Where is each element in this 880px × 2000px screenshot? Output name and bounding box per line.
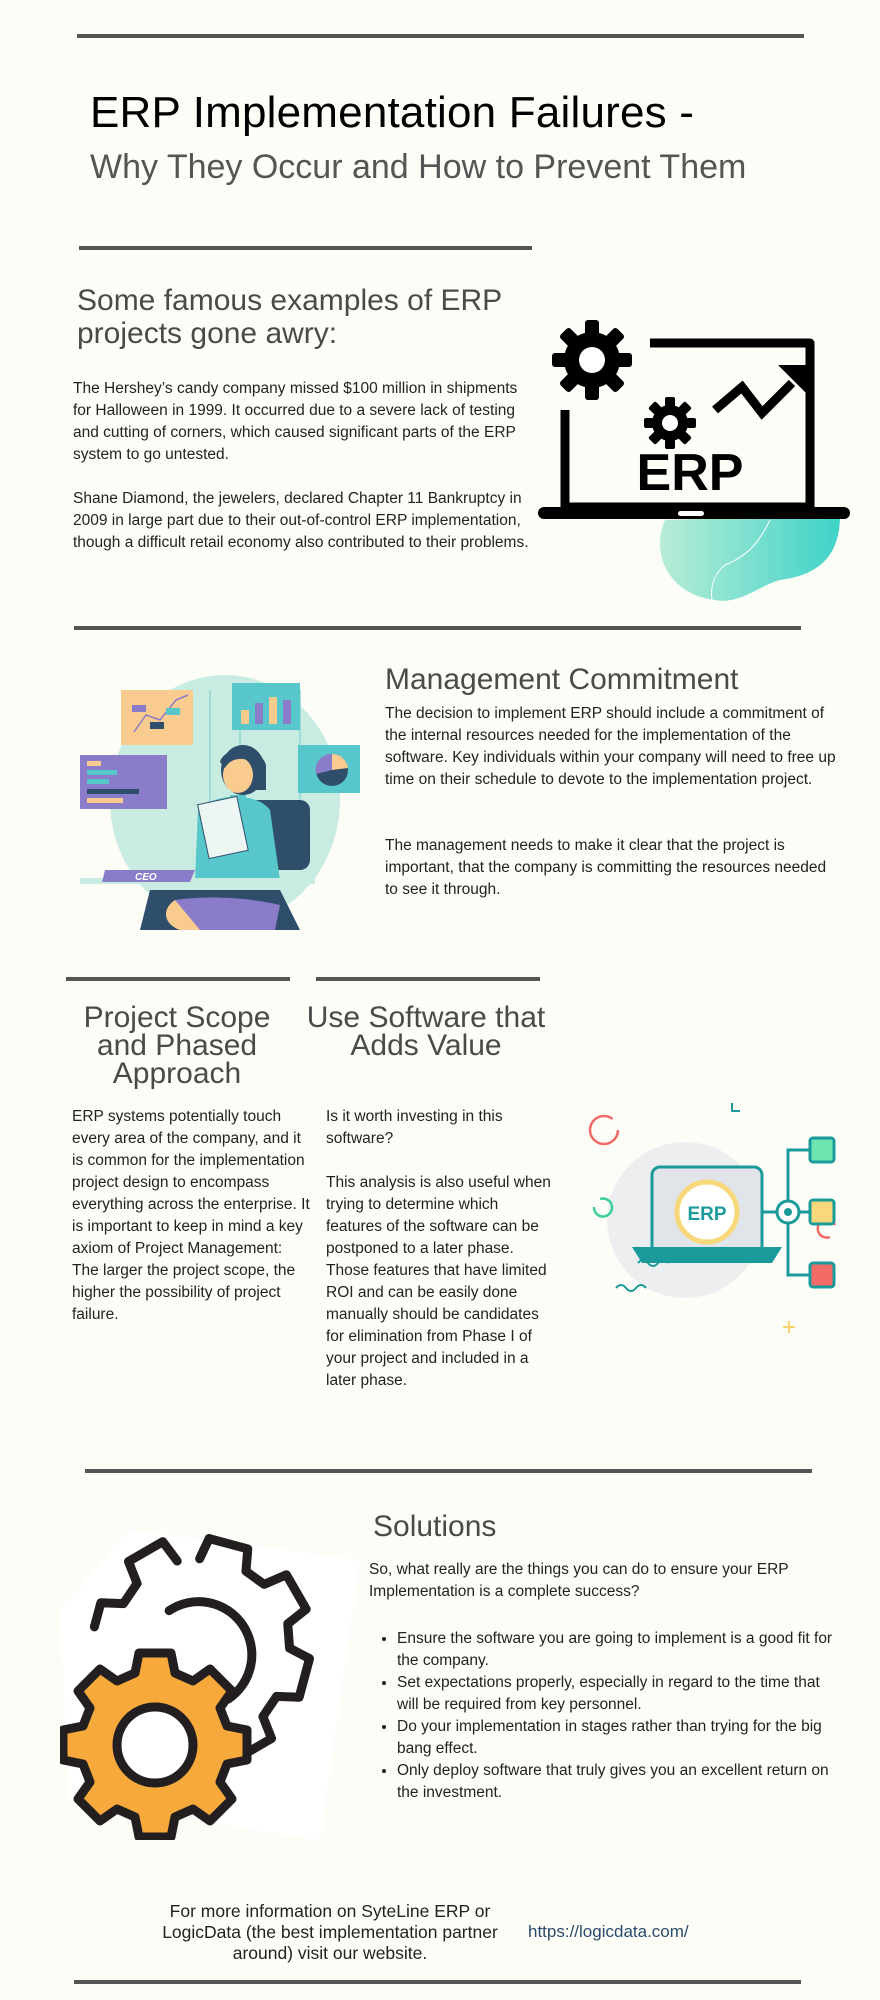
gears-icon [58, 1500, 360, 1842]
svg-text:ERP: ERP [687, 1204, 726, 1225]
examples-paragraph-2: Shane Diamond, the jewelers, declared Ch… [73, 490, 529, 551]
solutions-item: Set expectations properly, especially in… [397, 1672, 837, 1716]
divider-value [316, 977, 540, 981]
examples-heading: Some famous examples of ERP projects gon… [77, 284, 502, 350]
solutions-item: Do your implementation in stages rather … [397, 1716, 837, 1760]
svg-text:ERP: ERP [637, 444, 744, 502]
management-paragraph-2: The management needs to make it clear th… [385, 837, 827, 898]
footer-text: For more information on SyteLine ERP or … [162, 1901, 498, 1963]
divider-solutions [85, 1469, 812, 1473]
solutions-list: Ensure the software you are going to imp… [369, 1628, 837, 1804]
management-paragraph-1: The decision to implement ERP should inc… [385, 705, 836, 788]
page-title: ERP Implementation Failures - [90, 88, 695, 137]
value-paragraph-2: This analysis is also useful when trying… [326, 1174, 551, 1389]
divider-bottom [74, 1980, 801, 1984]
erp-network-icon: ERP [580, 1095, 840, 1345]
divider-examples [74, 626, 801, 630]
divider-top [77, 34, 804, 38]
solutions-heading: Solutions [373, 1510, 497, 1543]
divider-title [79, 246, 532, 250]
erp-laptop-icon: ERP [530, 315, 860, 605]
svg-text:CEO: CEO [135, 872, 157, 883]
scope-heading: Project Scope and Phased Approach [83, 1001, 271, 1090]
examples-paragraph-1: The Hershey’s candy company missed $100 … [73, 380, 518, 463]
solutions-item: Ensure the software you are going to imp… [397, 1628, 837, 1672]
solutions-intro: So, what really are the things you can d… [369, 1561, 789, 1600]
management-heading: Management Commitment [385, 663, 739, 696]
value-heading: Use Software that Adds Value [306, 1001, 546, 1062]
solutions-item: Only deploy software that truly gives yo… [397, 1760, 837, 1804]
value-paragraph-1: Is it worth investing in this software? [326, 1108, 503, 1147]
scope-body: ERP systems potentially touch every area… [72, 1108, 310, 1323]
divider-scope [66, 977, 290, 981]
website-link[interactable]: https://logicdata.com/ [528, 1922, 689, 1941]
ceo-illustration: CEO [79, 650, 364, 930]
page-subtitle: Why They Occur and How to Prevent Them [90, 148, 747, 186]
